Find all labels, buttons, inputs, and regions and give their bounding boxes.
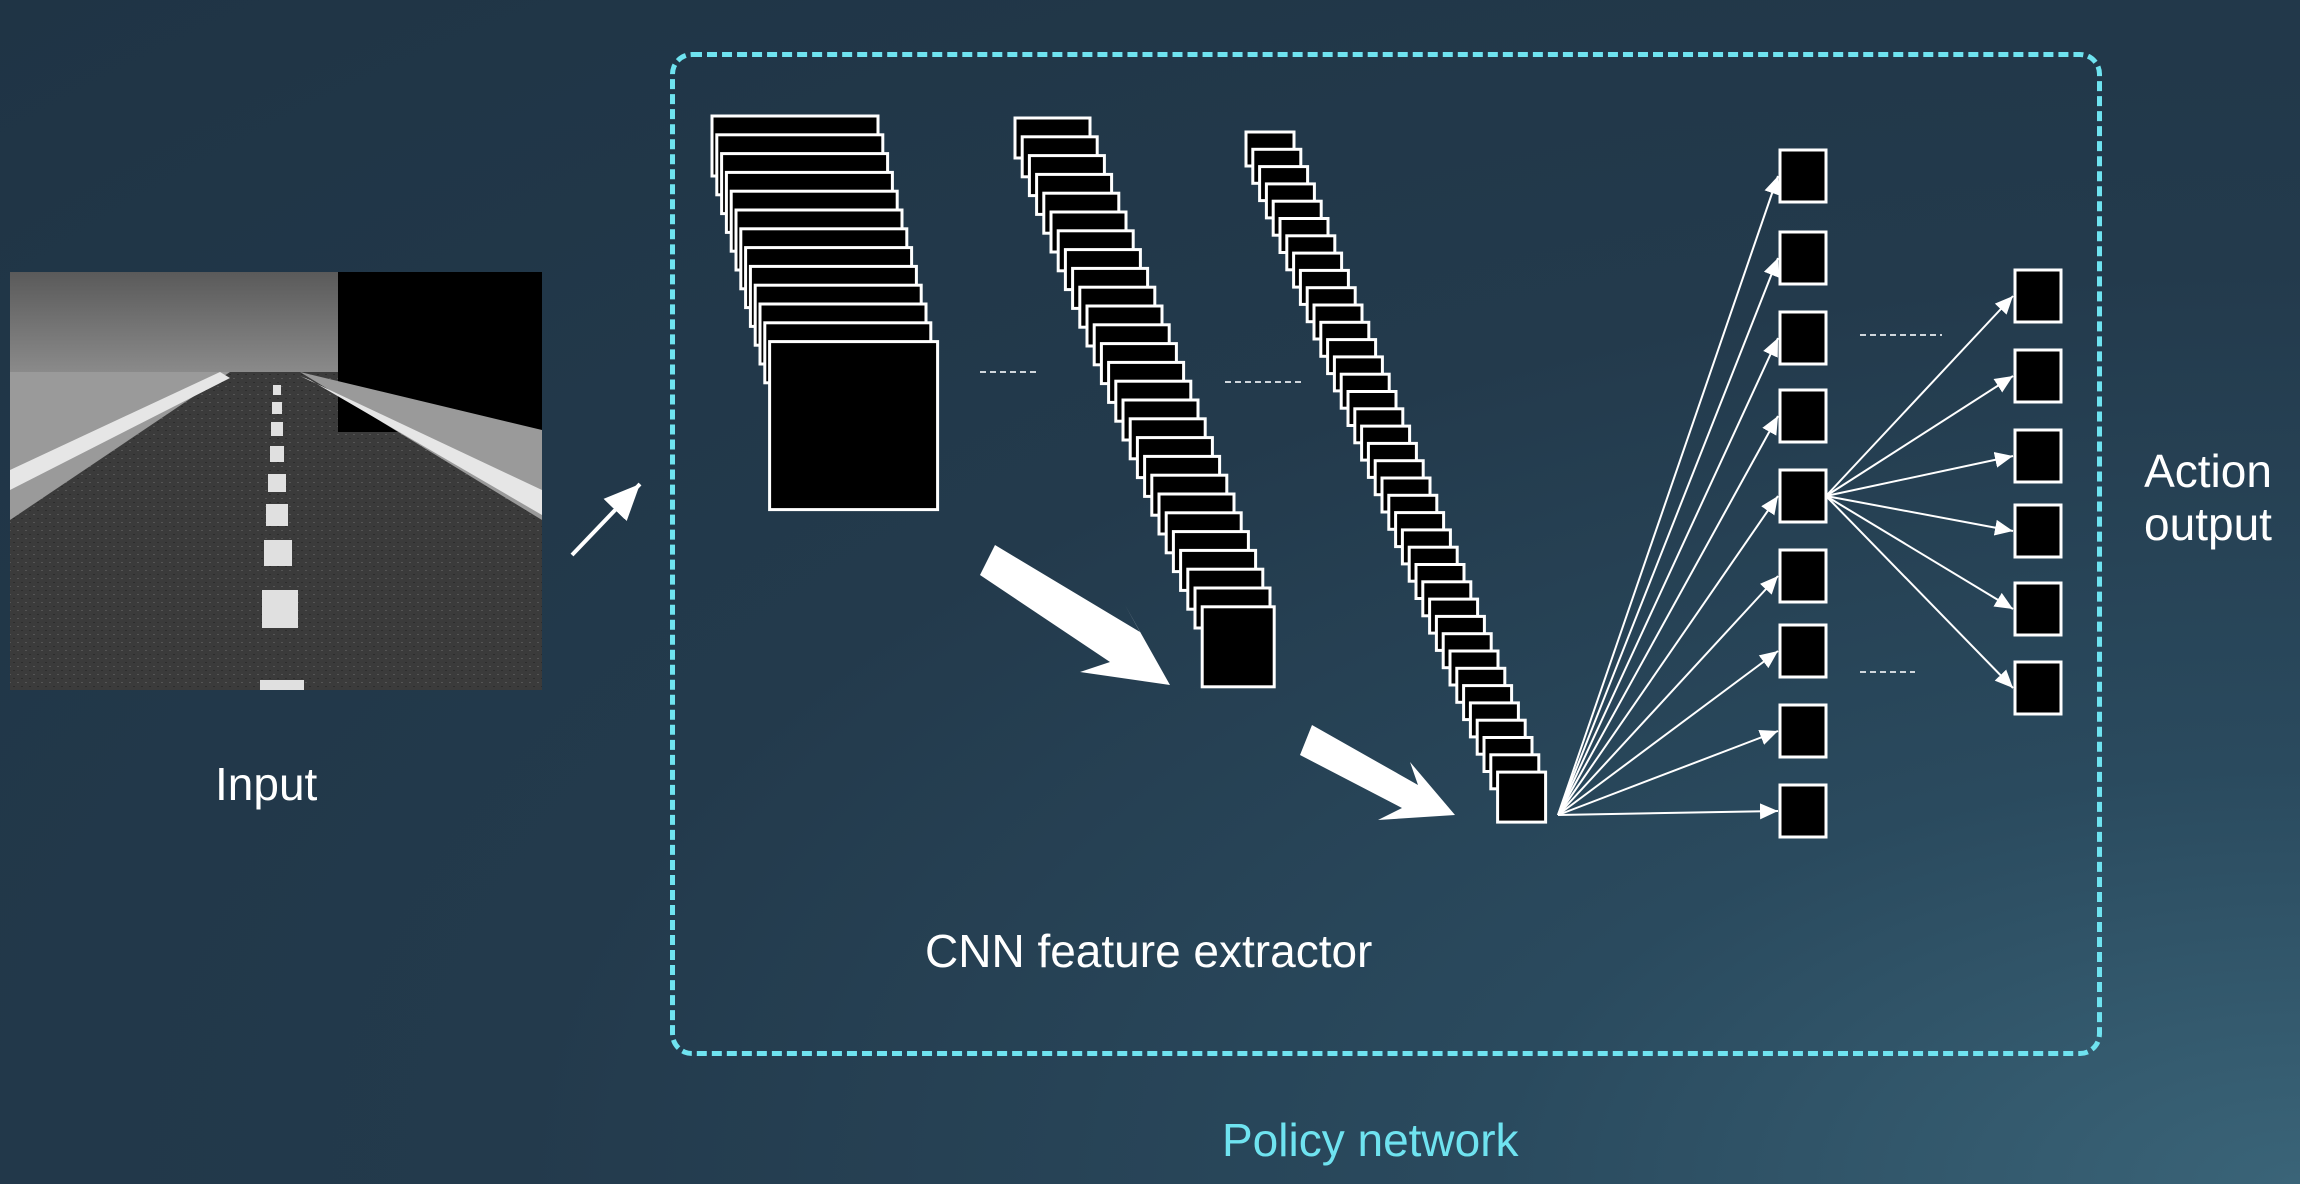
feature-map	[1496, 770, 1548, 824]
feature-map	[768, 340, 940, 512]
connection-arrow	[1557, 415, 1779, 816]
connection-arrow	[1557, 175, 1780, 816]
connection-arrow	[1557, 495, 1779, 816]
fc-node	[1778, 388, 1828, 444]
fc-node	[1778, 468, 1828, 524]
policy-network-boundary	[670, 52, 2102, 1056]
connection-arrow	[1825, 495, 2014, 536]
connection-arrow	[1557, 729, 1779, 816]
action-output-line-1: Action	[2144, 445, 2272, 497]
output-node	[2013, 503, 2063, 559]
fc-node	[1778, 310, 1828, 366]
policy-network-label: Policy network	[1222, 1114, 1519, 1166]
connection-arrow	[1557, 257, 1779, 816]
action-output-line-2: output	[2144, 497, 2272, 550]
fc-connections	[1557, 175, 2014, 820]
input-label: Input	[215, 758, 318, 810]
conv-layer-1	[710, 114, 940, 512]
conv-layer-2	[1013, 116, 1276, 689]
cnn-label: CNN feature extractor	[925, 925, 1373, 977]
connection-arrow	[1825, 451, 2014, 497]
output-node	[2013, 428, 2063, 484]
feature-map	[1200, 605, 1276, 689]
fc-node	[1778, 783, 1828, 839]
fc-node	[1778, 623, 1828, 679]
fc-node	[1778, 703, 1828, 759]
output-node	[2013, 348, 2063, 404]
connection-arrow	[1825, 375, 2014, 497]
fc-node	[1778, 148, 1828, 204]
arrow-icon	[570, 482, 642, 557]
connection-arrow	[1557, 650, 1779, 816]
connection-arrow	[1557, 337, 1779, 816]
fc-node	[1778, 230, 1828, 286]
action-output-label: Action output	[2128, 445, 2288, 551]
connection-arrow	[1825, 495, 2014, 610]
output-node	[2013, 268, 2063, 324]
conv-layer-3	[1244, 130, 1548, 824]
connection-arrow	[1825, 295, 2014, 497]
output-node	[2013, 660, 2063, 716]
fc-layer-1	[1778, 148, 1828, 839]
fc-layer-2	[2013, 268, 2063, 716]
connection-arrow	[1825, 495, 2014, 689]
output-node	[2013, 581, 2063, 637]
arrow-icon	[1300, 725, 1455, 820]
road-image	[10, 272, 542, 690]
arrow-icon	[980, 545, 1170, 685]
connection-arrow	[1557, 575, 1779, 816]
fc-node	[1778, 548, 1828, 604]
connection-arrow	[1557, 803, 1779, 820]
